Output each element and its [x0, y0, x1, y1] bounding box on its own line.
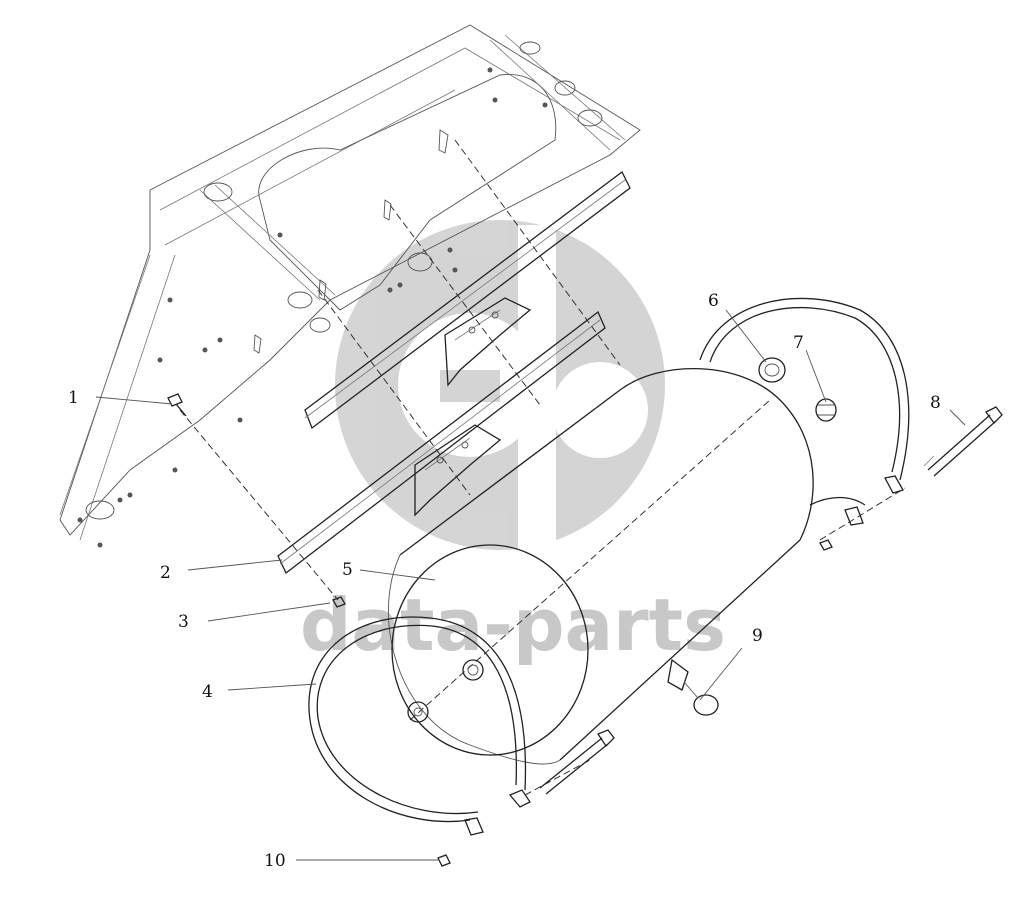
bolt-item-8: [923, 406, 1003, 477]
drain-valve-item-9: [667, 658, 719, 716]
bolt-lower: [539, 729, 615, 795]
callout-7: 7: [793, 333, 804, 353]
bolt-item-1: [167, 393, 187, 417]
nut-item-10: [437, 854, 451, 867]
mounting-rail-upper: [304, 171, 631, 430]
saddle-bracket-upper: [444, 297, 532, 387]
nut-item-3: [332, 596, 346, 608]
callout-leaders: [95, 309, 966, 861]
callout-6: 6: [708, 291, 719, 311]
callout-2: 2: [160, 563, 171, 583]
air-tank: [387, 368, 814, 765]
saddle-bracket-lower: [414, 424, 502, 517]
callout-5: 5: [342, 560, 353, 580]
callout-8: 8: [930, 393, 941, 413]
plug-item-7: [815, 398, 837, 422]
callout-9: 9: [752, 626, 763, 646]
tank-strap-front: [308, 616, 531, 836]
assembly-centerlines: [179, 139, 906, 796]
callout-3: 3: [178, 612, 189, 632]
nut-rear: [819, 539, 833, 551]
chassis-frame: [59, 24, 641, 548]
callout-4: 4: [202, 682, 213, 702]
mounting-rail-lower: [277, 310, 606, 575]
watermark-logo: [335, 220, 665, 555]
tank-strap-rear: [699, 297, 910, 526]
callout-10: 10: [264, 851, 286, 871]
callout-1: 1: [68, 388, 79, 408]
tank-end-cap: [391, 544, 589, 756]
fitting-item-6: [758, 357, 786, 383]
watermark-text: data-parts: [300, 583, 726, 667]
